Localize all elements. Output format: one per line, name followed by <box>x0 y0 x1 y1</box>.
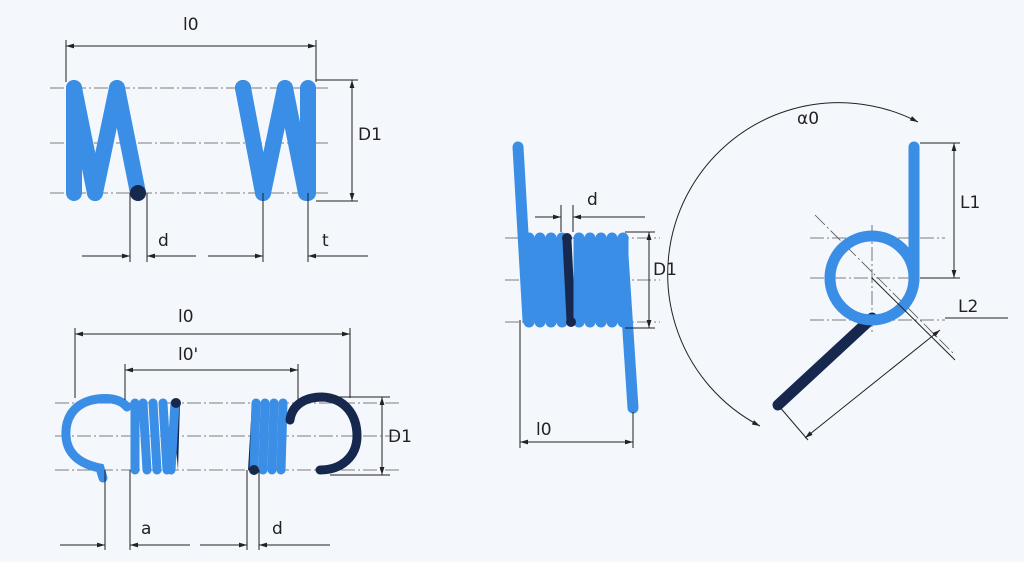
compression-spring-left-coils <box>66 80 146 201</box>
torsion-L2-label: L2 <box>958 297 978 317</box>
torsion-alpha-label: α0 <box>797 109 819 129</box>
extension-left-hook <box>61 394 132 483</box>
extension-D1-label: D1 <box>388 427 412 447</box>
torsion-alpha-arc <box>667 102 919 427</box>
torsion-spring-side-view: d D1 l0 <box>505 141 677 448</box>
extension-l0p-label: l0' <box>178 345 198 365</box>
compression-D1-label: D1 <box>358 125 382 145</box>
torsion-end-leg-L2 <box>772 312 878 411</box>
compression-l0-label: l0 <box>183 15 199 35</box>
torsion-D1-label: D1 <box>653 260 677 280</box>
extension-left-coils <box>130 398 181 475</box>
compression-t-label: t <box>322 231 329 251</box>
torsion-L1-label: L1 <box>960 193 980 213</box>
compression-spring-right-coils <box>235 80 316 201</box>
compression-spring-view: l0 D1 d t <box>50 15 382 262</box>
extension-right-hook <box>285 392 362 475</box>
torsion-L2-dimension-line <box>804 329 941 439</box>
torsion-l0-label: l0 <box>536 420 552 440</box>
torsion-coils <box>523 232 629 328</box>
extension-right-coils <box>248 398 288 475</box>
extension-d-label: d <box>272 519 283 539</box>
extension-l0-label: l0 <box>178 307 194 327</box>
torsion-d-label: d <box>587 190 598 210</box>
compression-d-label: d <box>158 231 169 251</box>
extension-spring-view: l0 l0' D1 a d <box>55 307 412 550</box>
torsion-spring-end-view: L1 L2 α0 <box>667 102 1008 441</box>
extension-a-label: a <box>141 519 151 539</box>
